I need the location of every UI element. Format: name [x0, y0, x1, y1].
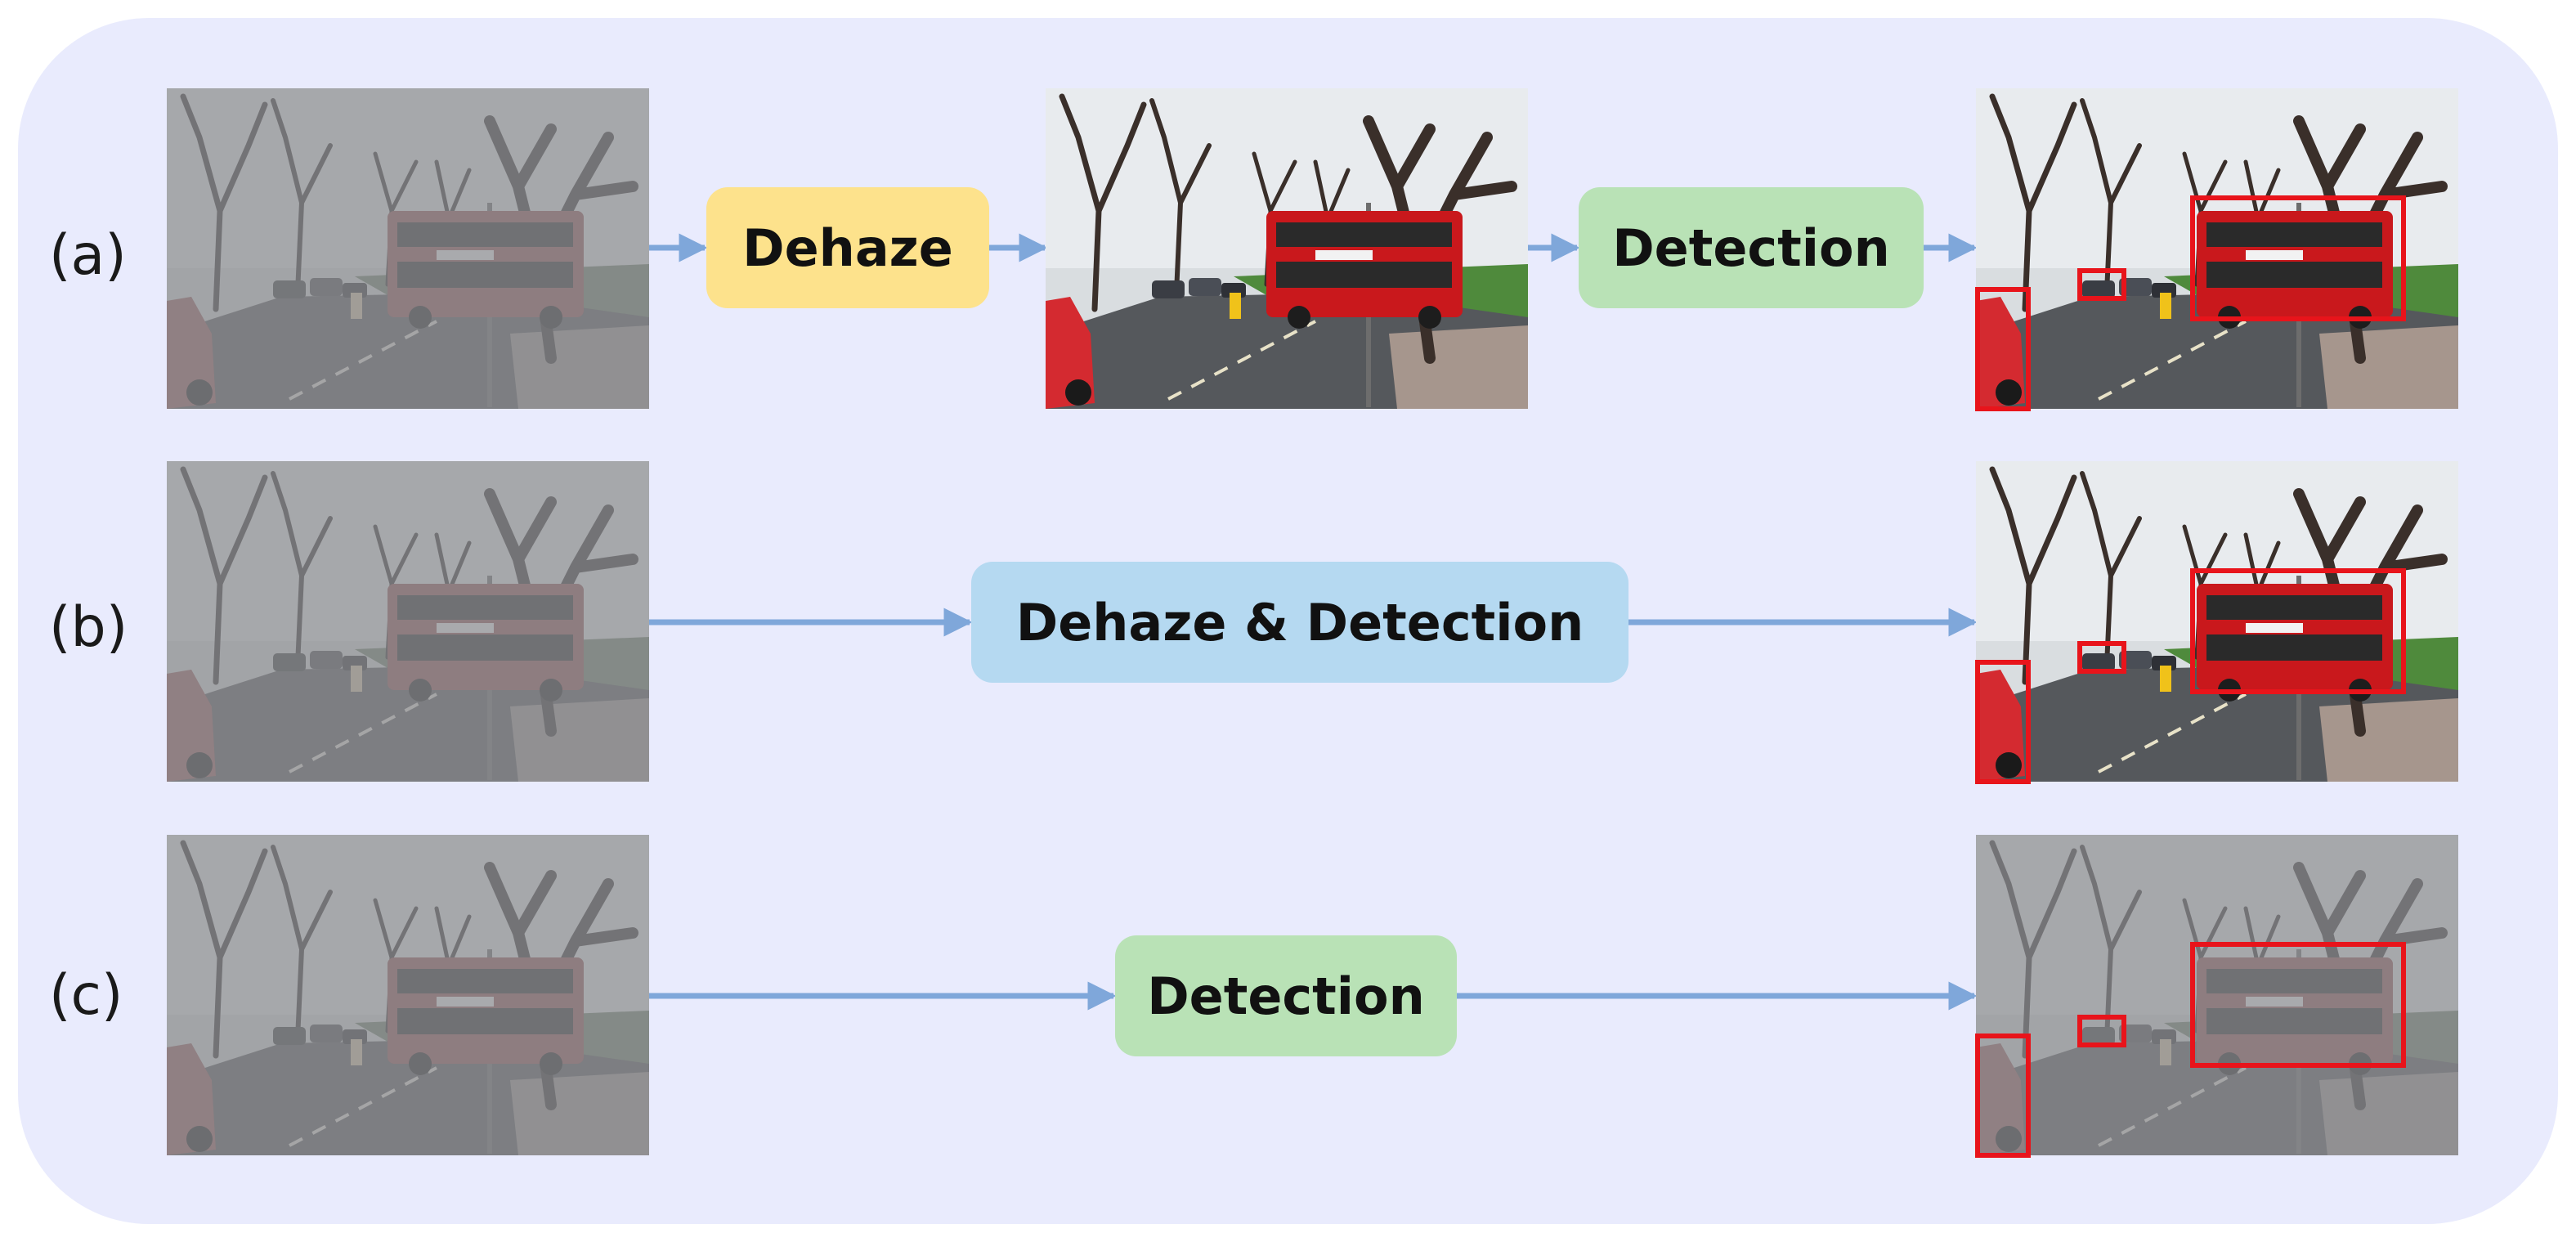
bbox-bus-a	[2190, 195, 2406, 321]
row-label-a: (a)	[49, 223, 127, 288]
row-c: (c) Detection	[49, 835, 2458, 1158]
detection-box-c: Detection	[1115, 935, 1457, 1056]
joint-label-b: Dehaze & Detection	[1016, 593, 1584, 652]
joint-box-b: Dehaze & Detection	[971, 562, 1628, 683]
detection-box-a: Detection	[1579, 187, 1924, 308]
row-label-c: (c)	[49, 963, 123, 1028]
detection-label-c: Detection	[1147, 966, 1425, 1026]
hazy-input-image-a	[167, 88, 649, 409]
detection-output-image-a	[1975, 88, 2458, 411]
row-label-b: (b)	[49, 595, 128, 660]
row-b: (b) Dehaze & Detection	[49, 461, 2458, 784]
bbox-red-car-c	[1975, 1034, 2031, 1158]
row-a: (a) Dehaze Detection	[49, 88, 2458, 411]
hazy-input-image-c	[167, 835, 649, 1155]
dehazed-image-a	[1046, 88, 1528, 409]
detection-output-image-b	[1975, 461, 2458, 784]
bbox-bus-c	[2190, 942, 2406, 1068]
bbox-car-b	[2077, 641, 2126, 674]
bbox-car-a	[2077, 268, 2126, 301]
detection-output-image-c	[1975, 835, 2458, 1158]
bbox-car-c	[2077, 1015, 2126, 1047]
bbox-red-car-b	[1975, 660, 2031, 784]
dehaze-box-a: Dehaze	[706, 187, 989, 308]
bbox-bus-b	[2190, 568, 2406, 694]
detection-label-a: Detection	[1612, 218, 1890, 278]
dehaze-label-a: Dehaze	[742, 218, 953, 278]
bbox-red-car-a	[1975, 287, 2031, 411]
hazy-input-image-b	[167, 461, 649, 782]
